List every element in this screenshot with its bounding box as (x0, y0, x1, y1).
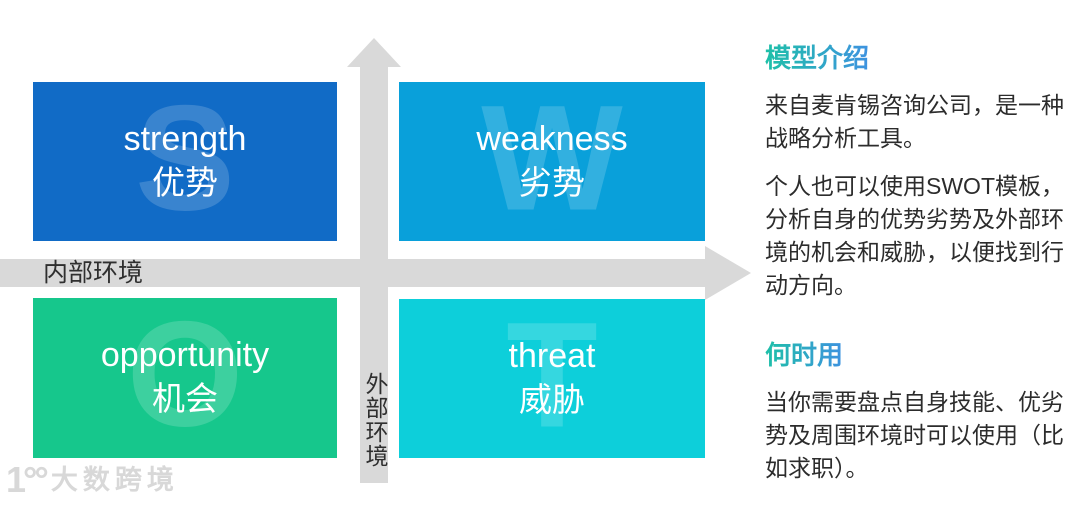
horizontal-axis-arrowhead-icon (705, 246, 751, 300)
section-heading-when-to-use: 何时用 (765, 335, 843, 372)
brand-100-logo-icon: 1°° (6, 459, 49, 500)
model-intro-paragraph-1: 来自麦肯锡咨询公司，是一种战略分析工具。 (765, 92, 1064, 151)
quadrant-threat: T threat 威胁 (399, 299, 705, 458)
section-heading-model-intro: 模型介绍 (765, 38, 869, 75)
quadrant-threat-title-zh: 威胁 (519, 380, 585, 418)
quadrant-opportunity-title-en: opportunity (100, 336, 270, 374)
quadrant-weakness: W weakness 劣势 (399, 82, 705, 241)
quadrant-strength-title-zh: 优势 (152, 163, 218, 201)
when-to-use-paragraph: 当你需要盘点自身技能、优劣势及周围环境时可以使用（比如求职）。 (765, 389, 1064, 481)
vertical-axis-bar (360, 62, 388, 483)
horizontal-axis-bar (0, 259, 706, 287)
internal-environment-label: 内部环境 (43, 259, 144, 287)
vertical-axis-arrowhead-icon (347, 38, 401, 67)
quadrant-strength-title-en: strength (123, 119, 247, 158)
quadrant-opportunity-title-zh: 机会 (152, 380, 218, 417)
brand-watermark-text: 大数跨境 (50, 464, 179, 495)
quadrant-strength: S strength 优势 (33, 82, 337, 241)
quadrant-weakness-title-zh: 劣势 (519, 163, 585, 201)
quadrant-threat-title-en: threat (508, 336, 596, 375)
quadrant-opportunity: O opportunity 机会 (33, 298, 337, 458)
info-panel: 模型介绍 来自麦肯锡咨询公司，是一种战略分析工具。 个人也可以使用SWOT模板，… (765, 38, 1070, 500)
brand-watermark: 1°° 大数跨境 (6, 462, 179, 498)
external-environment-label: 外部环境 (362, 372, 388, 468)
quadrant-weakness-title-en: weakness (476, 119, 628, 158)
model-intro-paragraph-2: 个人也可以使用SWOT模板，分析自身的优势劣势及外部环境的机会和威胁，以便找到行… (765, 173, 1064, 298)
